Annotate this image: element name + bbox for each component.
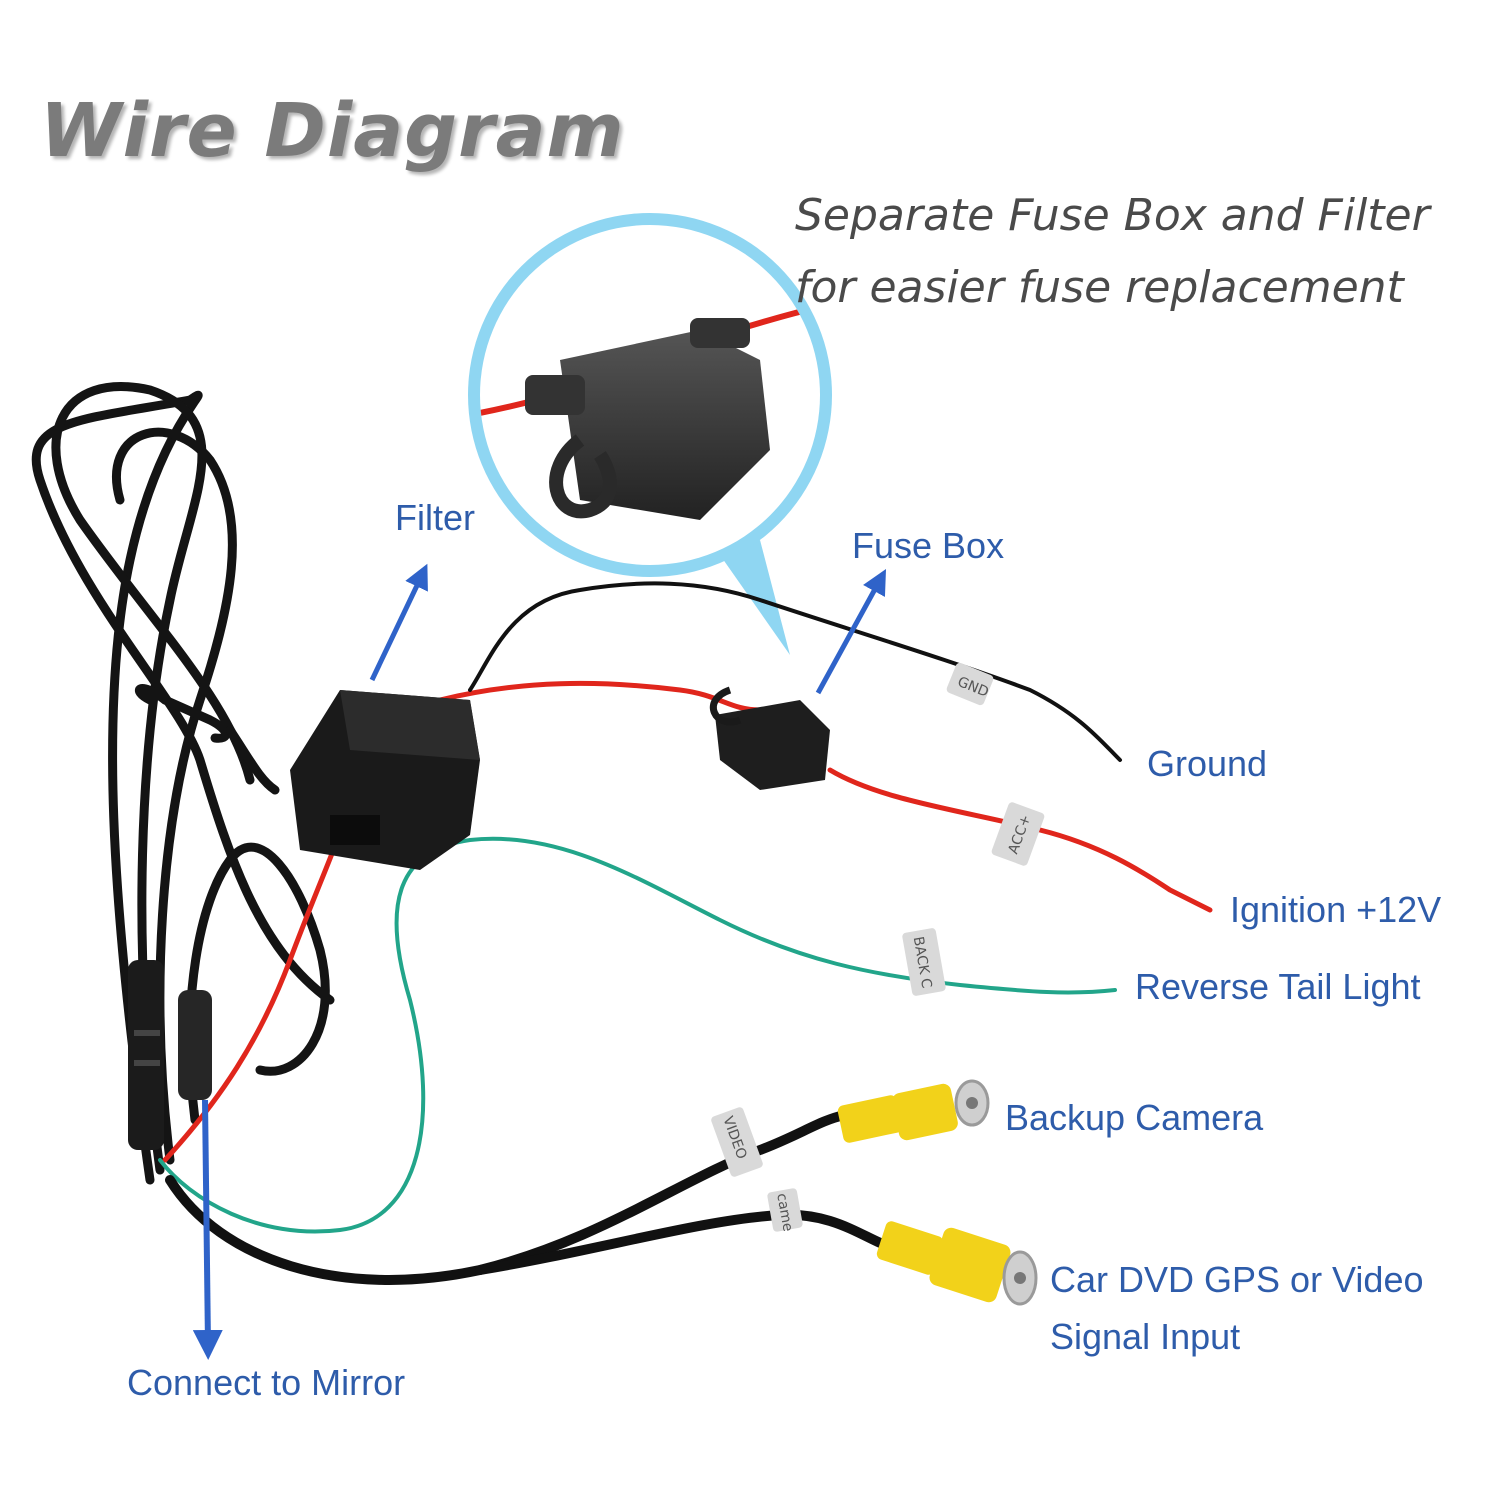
- mirror-connector-plug-icon: [128, 960, 212, 1150]
- ground-label: Ground: [1147, 743, 1268, 784]
- arrow-to-filter-label: [369, 563, 428, 682]
- connect-to-mirror-label: Connect to Mirror: [127, 1362, 406, 1403]
- rca-connector-backup-camera-icon: [837, 1079, 990, 1143]
- video-cables: [165, 1110, 890, 1285]
- wire-black-ground: [468, 581, 1122, 762]
- filter-box-icon: [290, 690, 480, 870]
- filter-label: Filter: [395, 497, 475, 538]
- mirror-cable-coil: [31, 382, 335, 1185]
- wire-tag-camera: came: [767, 1188, 803, 1233]
- backup-camera-label: Backup Camera: [1005, 1097, 1264, 1138]
- fuse-zoom-callout: [468, 213, 832, 655]
- fuse-box-label: Fuse Box: [852, 525, 1005, 566]
- reverse-tail-light-label: Reverse Tail Light: [1135, 966, 1421, 1007]
- subtitle-line-1: Separate Fuse Box and Filter: [795, 190, 1430, 241]
- dvd-input-label-line-1: Car DVD GPS or Video: [1050, 1259, 1424, 1300]
- fuse-box-icon: [709, 686, 830, 790]
- wire-tag-acc: ACC+: [991, 802, 1045, 866]
- dvd-input-label-line-2: Signal Input: [1050, 1316, 1241, 1357]
- wire-tag-video: VIDEO: [711, 1107, 763, 1177]
- arrow-to-mirror-label: [192, 1099, 223, 1360]
- wire-tag-back: BACK C: [902, 928, 946, 996]
- wire-tag-gnd: GND: [946, 662, 994, 706]
- subtitle-line-2: for easier fuse replacement: [795, 262, 1404, 313]
- page-title: Wire Diagram: [40, 88, 625, 174]
- arrow-to-fuse-box-label: [815, 569, 887, 695]
- ignition-label: Ignition +12V: [1230, 889, 1442, 930]
- wire-tag-camera-text: came: [773, 1192, 795, 1233]
- rca-connector-dvd-input-icon: [876, 1221, 1038, 1306]
- fuse-holder-closeup-icon: [525, 318, 770, 520]
